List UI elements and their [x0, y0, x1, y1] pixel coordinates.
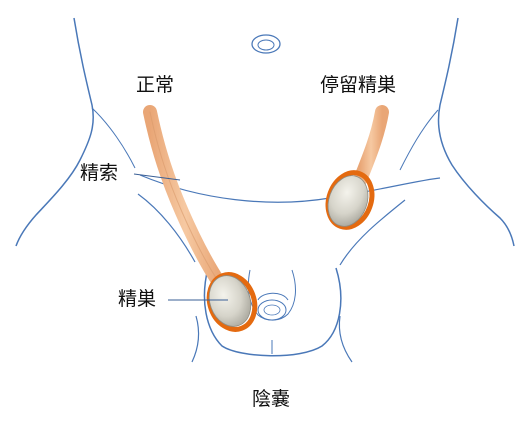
thigh-left-outline: [137, 193, 196, 263]
abdomen-line-right: [399, 109, 439, 171]
label-testis: 精巣: [118, 288, 157, 310]
label-retained-testis: 停留精巣: [320, 74, 397, 96]
thigh-right-outline: [339, 199, 406, 266]
label-spermatic-cord: 精索: [80, 162, 119, 184]
label-scrotum: 陰嚢: [252, 388, 291, 410]
retained-spermatic-cord: [353, 105, 389, 187]
normal-testis: [208, 275, 252, 327]
abdomen-line-left: [91, 107, 136, 169]
label-normal: 正常: [136, 74, 175, 96]
navel: [251, 34, 281, 54]
normal-testis-rim: [206, 272, 258, 332]
torso-right-outline: [437, 17, 515, 247]
torso-left-outline: [15, 17, 94, 247]
retained-testis-rim: [325, 170, 375, 230]
retained-testis: [327, 175, 369, 227]
inguinal-line: [139, 174, 441, 203]
normal-spermatic-cord: [143, 105, 227, 291]
cord-leader-line: [133, 173, 181, 181]
scrotum-outline: [203, 267, 342, 357]
